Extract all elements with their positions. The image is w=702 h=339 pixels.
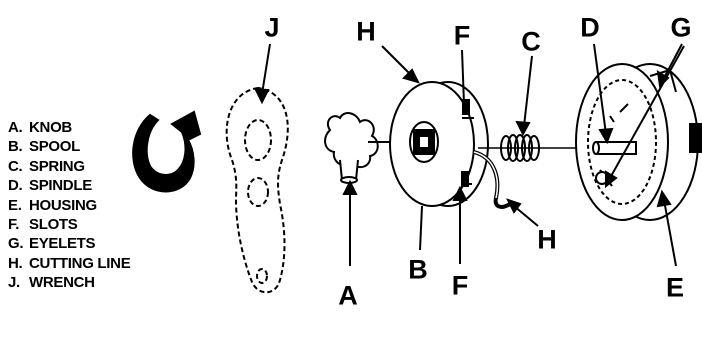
callout-d: D <box>580 15 600 42</box>
legend-key: F. <box>8 215 29 234</box>
knob <box>325 113 378 183</box>
legend-key: H. <box>8 254 29 273</box>
legend-part-name: CUTTING LINE <box>29 254 130 273</box>
callout-j: J <box>264 15 279 42</box>
legend-item: B.SPOOL <box>8 137 130 156</box>
legend-key: A. <box>8 118 29 137</box>
callout-c: C <box>521 29 541 56</box>
legend-key: E. <box>8 196 29 215</box>
legend-key: D. <box>8 176 29 195</box>
legend-key: G. <box>8 234 29 253</box>
callout-g: G <box>670 15 691 42</box>
callout-b: B <box>408 257 428 284</box>
legend-part-name: SPRING <box>29 157 85 176</box>
curved-rotation-arrow-icon <box>133 112 200 192</box>
legend-item: H.CUTTING LINE <box>8 254 130 273</box>
legend-part-name: SPOOL <box>29 137 80 156</box>
legend-key: J. <box>8 273 29 292</box>
callout-f-top: F <box>454 23 471 50</box>
legend-key: C. <box>8 157 29 176</box>
legend-part-name: SPINDLE <box>29 176 92 195</box>
legend-item: E.HOUSING <box>8 196 130 215</box>
legend-item: G.EYELETS <box>8 234 130 253</box>
legend-part-name: SLOTS <box>29 215 78 234</box>
legend-part-name: EYELETS <box>29 234 95 253</box>
legend-key: B. <box>8 137 29 156</box>
callout-e: E <box>666 275 684 302</box>
legend-part-name: KNOB <box>29 118 72 137</box>
callout-f-bottom: F <box>452 273 469 300</box>
spool <box>390 82 488 206</box>
legend-item: C.SPRING <box>8 157 130 176</box>
legend-item: D.SPINDLE <box>8 176 130 195</box>
callout-h-top: H <box>356 19 376 46</box>
callout-a: A <box>338 283 358 310</box>
housing <box>576 64 702 220</box>
legend-part-name: HOUSING <box>29 196 97 215</box>
legend-item: A.KNOB <box>8 118 130 137</box>
legend-item: F.SLOTS <box>8 215 130 234</box>
legend-item: J.WRENCH <box>8 273 130 292</box>
callout-h-right: H <box>537 227 557 254</box>
legend-part-name: WRENCH <box>29 273 95 292</box>
wrench <box>227 88 288 292</box>
